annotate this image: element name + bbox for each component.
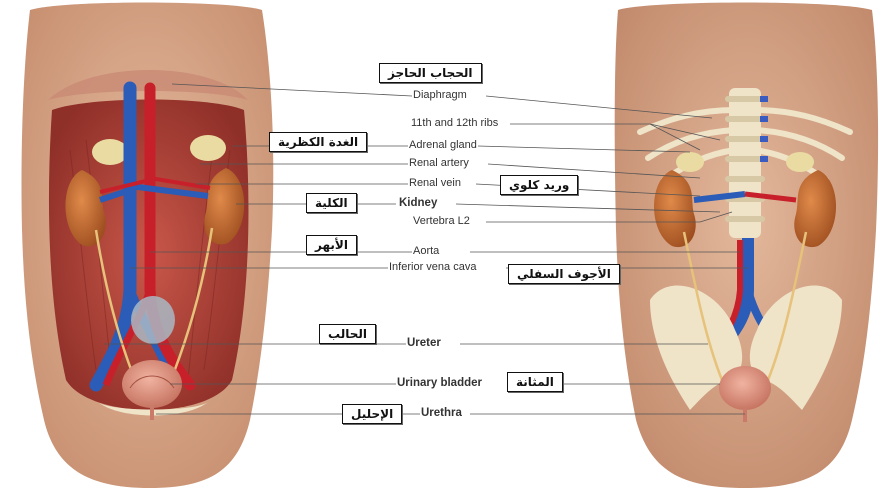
back-adrenal-left [676, 152, 704, 172]
label-renal-artery: Renal artery [408, 157, 470, 170]
label-adrenal-gland: Adrenal gland [408, 139, 478, 152]
arabic-ureter: الحالب [319, 324, 376, 344]
arabic-urinary-bladder: المثانة [507, 372, 563, 392]
front-adrenal-right [190, 135, 226, 161]
label-vertebra-l2: Vertebra L2 [412, 215, 471, 228]
label-urethra: Urethra [420, 407, 463, 420]
label-kidney: Kidney [398, 197, 438, 210]
front-adrenal-left [92, 139, 128, 165]
arabic-diaphragm: الحجاب الحاجز [379, 63, 482, 83]
arabic-kidney: الكلية [306, 193, 357, 213]
label-diaphragm: Diaphragm [412, 89, 468, 102]
label-ribs: 11th and 12th ribs [410, 117, 499, 130]
front-pelvic-cavity [131, 296, 175, 344]
label-ureter: Ureter [406, 337, 442, 350]
label-renal-vein: Renal vein [408, 177, 462, 190]
back-adrenal-right [786, 152, 814, 172]
label-aorta: Aorta [412, 245, 440, 258]
arabic-inferior-vena-cava: الأجوف السفلي [508, 264, 620, 284]
back-urinary-bladder [719, 366, 771, 410]
arabic-urethra: الإحليل [342, 404, 402, 424]
label-urinary-bladder: Urinary bladder [396, 377, 483, 390]
back-view-figure [615, 3, 878, 489]
label-inferior-vena-cava: Inferior vena cava [388, 261, 477, 274]
arabic-renal-vein: وريد كلوي [500, 175, 578, 195]
arabic-aorta: الأبهر [306, 235, 357, 255]
front-view-figure [21, 3, 273, 489]
arabic-adrenal-gland: الغدة الكظرية [269, 132, 367, 152]
